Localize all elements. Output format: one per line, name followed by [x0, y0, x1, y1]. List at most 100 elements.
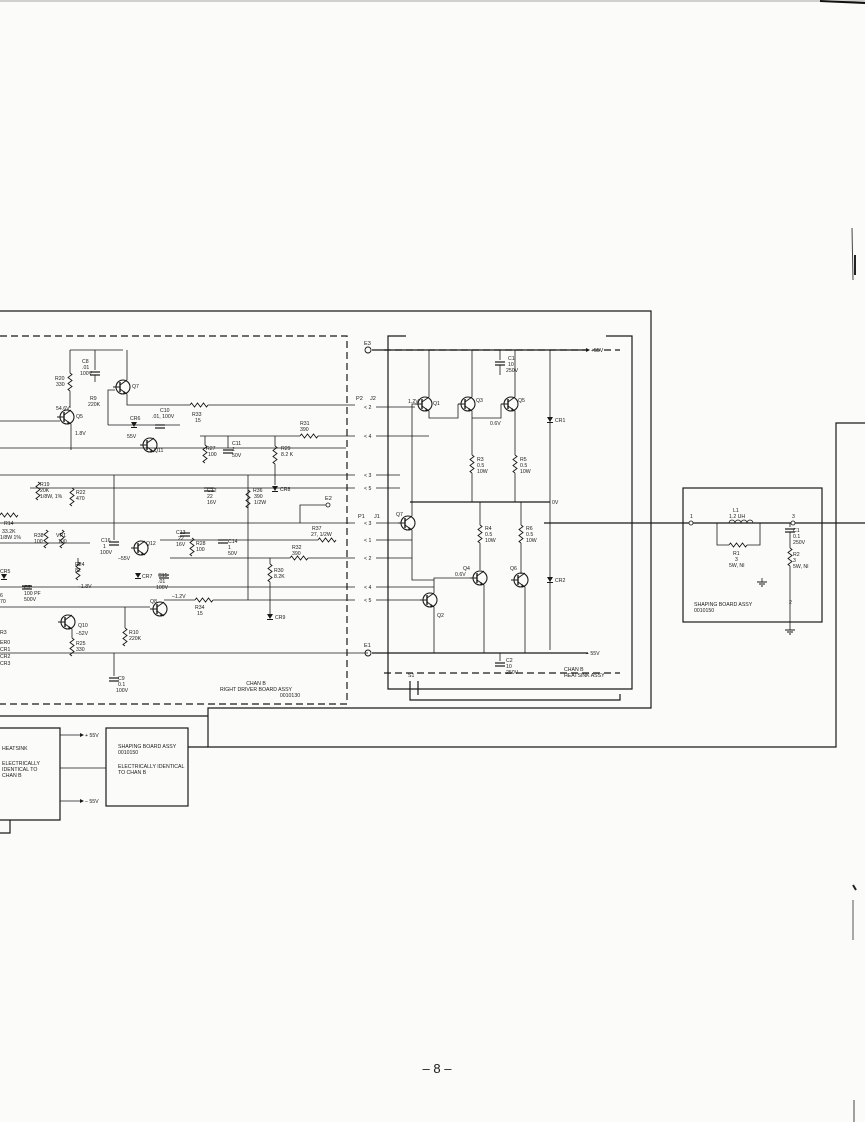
- c1-rating: 250V: [506, 368, 519, 374]
- q8-label: Q8: [150, 599, 157, 605]
- heatsink-box: CHAN B HEATSINK ASSY: [384, 335, 633, 690]
- terminal-e2: E2: [325, 496, 332, 502]
- rail-neg-label: – 55V: [586, 651, 600, 657]
- r36-rating: 1/2W: [254, 500, 266, 506]
- sc1-ref: C1: [793, 528, 800, 534]
- lower-shaping-box: SHAPING BOARD ASSY 0010150 ELECTRICALLY …: [105, 727, 208, 807]
- r1-rating: 5W, NI: [729, 563, 745, 569]
- pin-p2-2: < 2: [364, 405, 371, 411]
- c14-ref: C14: [228, 539, 238, 545]
- r20-ref: R20: [55, 376, 65, 382]
- q5d-low-voltage: 1.8V: [75, 431, 86, 437]
- transistor-q5-icon: [500, 396, 519, 412]
- c8-rating: 100V: [80, 371, 93, 377]
- n3-voltage: –55V: [118, 556, 131, 562]
- r6-val: 0.5: [526, 532, 533, 538]
- c8-ref: C8: [82, 359, 89, 365]
- cr8-label: CR8: [280, 487, 290, 493]
- driver-circuit: R20 330 C8 .01 100V Q5 54.6V 1.8V Q7 55V…: [0, 349, 368, 694]
- resistor-r3: [469, 454, 475, 474]
- page-number: – 8 –: [423, 1061, 453, 1076]
- r2-ref: R2: [793, 552, 800, 558]
- c9-val: 0.1: [118, 682, 125, 688]
- diode-cr7-icon: [134, 572, 142, 579]
- r36-val: 390: [254, 494, 263, 500]
- r14-ref: R14: [4, 521, 14, 527]
- r34-ref: R34: [195, 605, 205, 611]
- r33-val: 15: [195, 418, 201, 424]
- capacitor-c14: [217, 539, 229, 544]
- q7h-label: Q7: [396, 512, 403, 518]
- lower-shaping-line1: SHAPING BOARD ASSY: [118, 744, 177, 750]
- shaping-pin3: 3: [792, 514, 795, 520]
- resistor-r36: [245, 489, 251, 509]
- q10-label: Q10: [78, 623, 88, 629]
- resistor-r31: [299, 433, 319, 439]
- connector-p2: P2: [356, 396, 363, 402]
- r10-ref: R10: [129, 630, 139, 636]
- vr1-ref: VR1: [56, 533, 66, 539]
- cr6-label: CR6: [130, 416, 140, 422]
- lower-heatsink-line3: IDENTICAL TO: [2, 767, 37, 773]
- terminal-e3: E3: [364, 341, 371, 347]
- left-frag-6: CR2: [0, 654, 10, 660]
- r19-val: 20K: [40, 488, 50, 494]
- r22-val: 470: [76, 496, 85, 502]
- c10-ref: C10: [160, 408, 170, 414]
- pin-p1-4: < 4: [364, 585, 371, 591]
- q1-voltage: 1.2V: [408, 399, 419, 405]
- r31-ref: R31: [300, 421, 310, 427]
- r2-val: 3: [793, 558, 796, 564]
- resistor-r2: [787, 547, 793, 567]
- c9-rating: 100V: [116, 688, 129, 694]
- transistor-q7d-icon: [112, 379, 131, 395]
- transistor-q6-icon: [510, 572, 529, 588]
- c2-rating: 250V: [506, 670, 519, 676]
- resistor-r34: [194, 597, 214, 603]
- heatsink-box-line1: CHAN B: [564, 667, 584, 673]
- pin-p1-5: < 5: [364, 598, 371, 604]
- q12-label: Q12: [146, 541, 156, 547]
- transistor-q10-icon: [57, 614, 76, 630]
- r5-rating: 10W: [520, 469, 531, 475]
- q3-label: Q3: [476, 398, 483, 404]
- l1-val: 1.2 UH: [729, 514, 745, 520]
- c1-ref: C1: [508, 356, 515, 362]
- c7-rating: 500V: [24, 597, 37, 603]
- pin-p1-1: < 1: [364, 538, 371, 544]
- r34-val: 15: [197, 611, 203, 617]
- r2-rating: 5W, NI: [793, 564, 809, 570]
- c16-ref: C16: [101, 538, 111, 544]
- shaping-box-line1: SHAPING BOARD ASSY: [694, 602, 753, 608]
- q4-label: Q4: [463, 566, 470, 572]
- r6-rating: 10W: [526, 538, 537, 544]
- r29-ref: R29: [281, 446, 291, 452]
- resistor-r4: [477, 524, 483, 544]
- r6-ref: R6: [526, 526, 533, 532]
- c9-ref: C9: [118, 676, 125, 682]
- r9-val: 220K: [88, 402, 101, 408]
- vr1-val: 100: [58, 539, 67, 545]
- r14-val: 33.2K: [2, 529, 16, 535]
- c13-val: 22: [178, 536, 184, 542]
- transistor-q5d-icon: [56, 409, 75, 425]
- c11-rating: 50V: [232, 453, 242, 459]
- r5-val: 0.5: [520, 463, 527, 469]
- r30-ref: R30: [274, 568, 284, 574]
- r10-val: 220K: [129, 636, 142, 642]
- r3-val: 0.5: [477, 463, 484, 469]
- lower-shaping-line3: ELECTRICALLY IDENTICAL: [118, 764, 185, 770]
- cr9-label: CR9: [275, 615, 285, 621]
- cr7-label: CR7: [142, 574, 152, 580]
- driver-board-box: CHAN B RIGHT DRIVER BOARD ASSY 0010130: [0, 335, 348, 705]
- r28-val: 100: [196, 547, 205, 553]
- c2-ref: C2: [506, 658, 513, 664]
- q2-label: Q2: [437, 613, 444, 619]
- r24-ref: R24: [75, 562, 85, 568]
- diode-cr8-icon: [271, 485, 279, 492]
- connector-pins: P2 J2 P1 J1 < 2 < 4 < 3 < 5 < 3 < 1 < 2 …: [325, 396, 434, 604]
- inductor-l1: L1 1.2 UH: [728, 508, 754, 524]
- shaping-ground-icon: [784, 629, 796, 635]
- shaping-box-line2: 0010150: [694, 608, 714, 614]
- resistor-r6: [518, 524, 524, 544]
